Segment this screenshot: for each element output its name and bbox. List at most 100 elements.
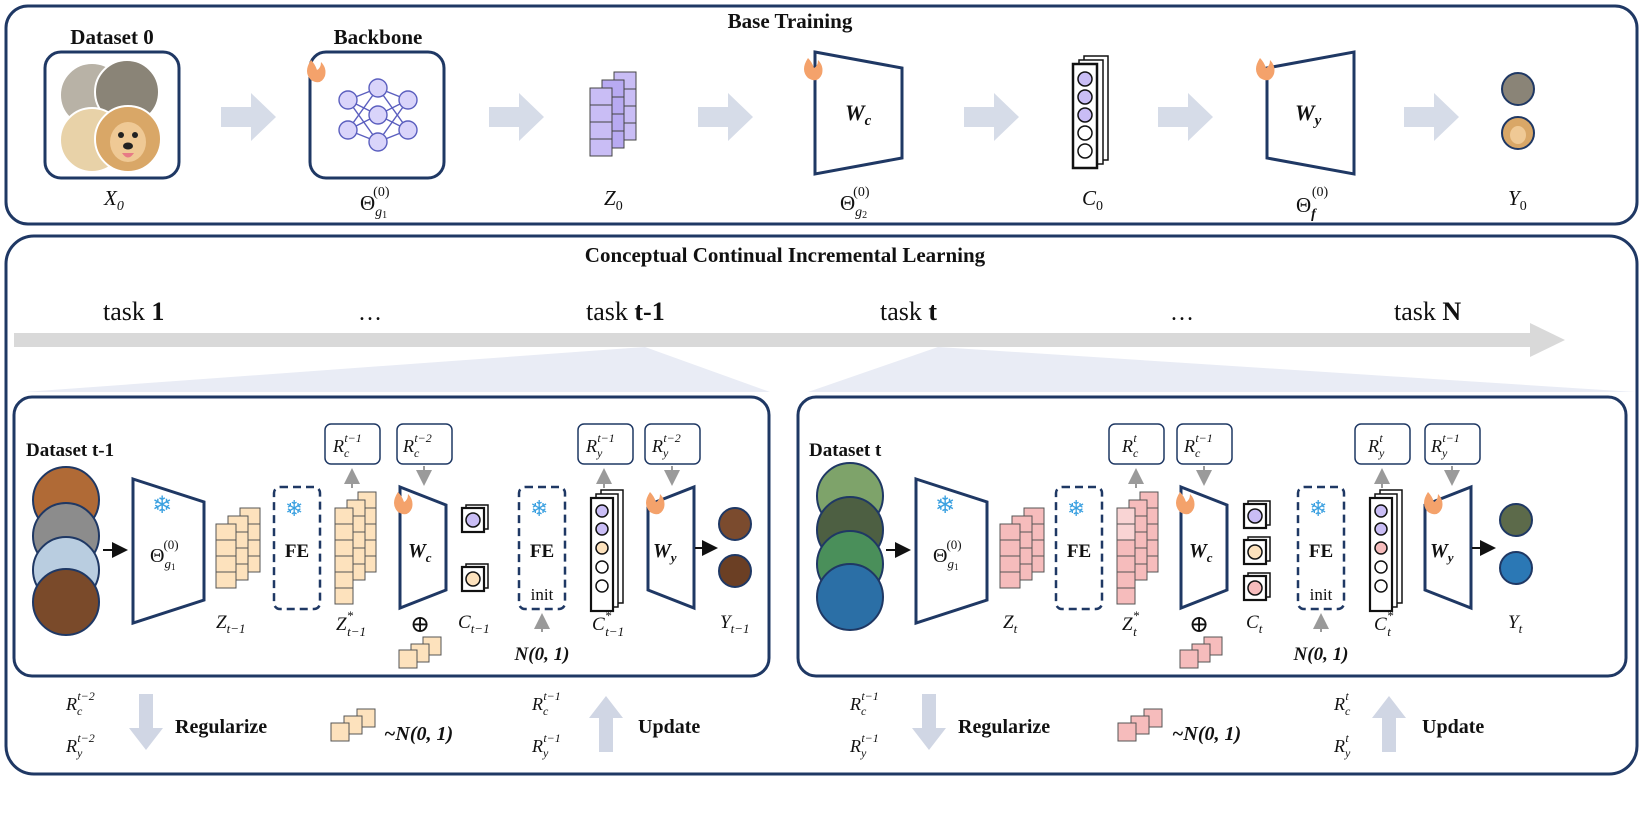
fe-label: FE bbox=[1067, 541, 1091, 562]
theta-g1-label: Θg1(0) bbox=[360, 185, 390, 221]
fire-icon bbox=[394, 492, 413, 515]
c0-concept-stack bbox=[1071, 55, 1109, 170]
noise-legend-blocks bbox=[330, 708, 376, 742]
regularize-down-arrow bbox=[129, 694, 163, 750]
snowflake-icon: ❄ bbox=[285, 497, 303, 522]
task-ellipsis-2: … bbox=[1170, 300, 1194, 326]
snowflake-icon: ❄ bbox=[1067, 497, 1085, 522]
backbone-frozen-trapezoid bbox=[131, 476, 206, 626]
task-1: task 1 bbox=[103, 297, 164, 326]
fe-init-label: FE bbox=[530, 541, 554, 562]
rc-box-current bbox=[1108, 423, 1165, 465]
z-feature-blocks bbox=[999, 507, 1045, 589]
backbone-box bbox=[308, 50, 446, 180]
wc-trapezoid-left bbox=[398, 484, 448, 611]
c-star-concept-stack bbox=[589, 489, 624, 613]
normal-dist-label: N(0, 1) bbox=[1293, 644, 1349, 665]
wc-label: Wc bbox=[845, 100, 872, 129]
wy-trapezoid bbox=[1265, 50, 1356, 176]
ry-box-previous bbox=[1424, 423, 1481, 465]
c-star-concept-stack bbox=[1368, 489, 1403, 613]
oplus-icon: ⊕ bbox=[410, 612, 430, 638]
regularize-label-left: Regularize bbox=[175, 716, 267, 738]
theta-g2-label: Θg2(0) bbox=[840, 185, 870, 221]
normal-dist-label: N(0, 1) bbox=[514, 644, 570, 665]
dataset-t-minus-1-images bbox=[32, 466, 100, 636]
z-star-t-label: Z*t bbox=[1122, 608, 1140, 639]
noise-legend-label-left: ~N(0, 1) bbox=[384, 723, 453, 745]
z0-label: Z0 bbox=[604, 186, 623, 214]
dataset-t-minus-1-label: Dataset t-1 bbox=[26, 440, 114, 461]
rc-box-previous bbox=[1176, 423, 1233, 465]
c-concept-cells bbox=[460, 504, 489, 593]
regularize-down-arrow bbox=[912, 694, 946, 750]
fe-init-box bbox=[517, 485, 567, 611]
right-upd-ry: Ryt bbox=[1333, 731, 1351, 760]
snowflake-icon: ❄ bbox=[1309, 497, 1327, 522]
wc-trapezoid-right bbox=[1179, 484, 1229, 611]
base-arrow-6 bbox=[1404, 93, 1459, 141]
left-upd-rc: Rct−1 bbox=[531, 689, 561, 718]
zoom-wedge-left bbox=[24, 347, 770, 392]
fe-frozen-box bbox=[272, 485, 322, 611]
noise-legend-blocks bbox=[1117, 708, 1163, 742]
base-arrow-3 bbox=[698, 93, 753, 141]
z0-feature-blocks bbox=[589, 71, 637, 157]
wc-right-label: Wc bbox=[1189, 540, 1213, 565]
dataset0-box bbox=[43, 50, 181, 180]
wy-left-label: Wy bbox=[653, 540, 677, 565]
fe-init-box bbox=[1296, 485, 1346, 611]
backbone-label: Backbone bbox=[334, 25, 423, 49]
noise-legend-label-right: ~N(0, 1) bbox=[1172, 723, 1241, 745]
ry-box-previous bbox=[644, 423, 701, 465]
dataset-t-images bbox=[816, 462, 884, 631]
noise-blocks bbox=[398, 636, 442, 669]
left-reg-rc: Rct−2 bbox=[65, 689, 95, 718]
update-up-arrow bbox=[589, 696, 623, 752]
left-reg-ry: Ryt−2 bbox=[65, 731, 95, 760]
oplus-icon: ⊕ bbox=[1189, 612, 1209, 638]
z-star-feature-blocks bbox=[1116, 491, 1159, 605]
z-feature-blocks bbox=[215, 507, 261, 589]
update-label-right: Update bbox=[1422, 716, 1484, 738]
fire-icon bbox=[804, 58, 823, 81]
update-up-arrow bbox=[1372, 696, 1406, 752]
task-ellipsis-1: … bbox=[358, 300, 382, 326]
base-training-frame bbox=[4, 4, 1639, 226]
ry-box-current bbox=[577, 423, 634, 465]
left-upd-ry: Ryt−1 bbox=[531, 731, 561, 760]
c0-label: C0 bbox=[1082, 186, 1103, 214]
ccil-title: Conceptual Continual Incremental Learnin… bbox=[585, 243, 986, 267]
dataset0-images bbox=[59, 59, 162, 173]
fire-icon bbox=[307, 60, 326, 83]
c-star-t-label: C*t bbox=[1374, 608, 1394, 639]
theta-g1-frozen-label: Θg1(0) bbox=[150, 537, 179, 572]
wy-trapezoid-right bbox=[1423, 484, 1473, 611]
task-t: task t bbox=[880, 297, 937, 326]
wy-right-label: Wy bbox=[1430, 540, 1454, 565]
base-arrow-4 bbox=[964, 93, 1019, 141]
panel-task-t-minus-1 bbox=[12, 395, 771, 678]
fire-icon bbox=[1424, 492, 1443, 515]
rc-box-current bbox=[324, 423, 381, 465]
zoom-wedge-right bbox=[808, 347, 1635, 392]
base-arrow-1 bbox=[221, 93, 276, 141]
ccil-frame bbox=[4, 234, 1639, 776]
fire-icon bbox=[646, 492, 665, 515]
neural-network-icon bbox=[338, 78, 418, 152]
right-reg-rc: Rct−1 bbox=[849, 689, 879, 718]
snowflake-icon: ❄ bbox=[152, 491, 172, 519]
noise-blocks bbox=[1179, 636, 1223, 669]
wy-label: Wy bbox=[1295, 100, 1322, 129]
right-upd-rc: Rct bbox=[1333, 689, 1351, 718]
z-star-feature-blocks bbox=[334, 491, 377, 605]
fe-label: FE bbox=[285, 541, 309, 562]
wc-left-label: Wc bbox=[408, 540, 432, 565]
right-reg-ry: Ryt−1 bbox=[849, 731, 879, 760]
task-timeline-arrowhead bbox=[1530, 323, 1565, 357]
base-arrow-5 bbox=[1158, 93, 1213, 141]
fire-icon bbox=[1176, 492, 1195, 515]
fire-icon bbox=[1256, 58, 1275, 81]
task-t-minus-1: task t-1 bbox=[586, 297, 665, 326]
